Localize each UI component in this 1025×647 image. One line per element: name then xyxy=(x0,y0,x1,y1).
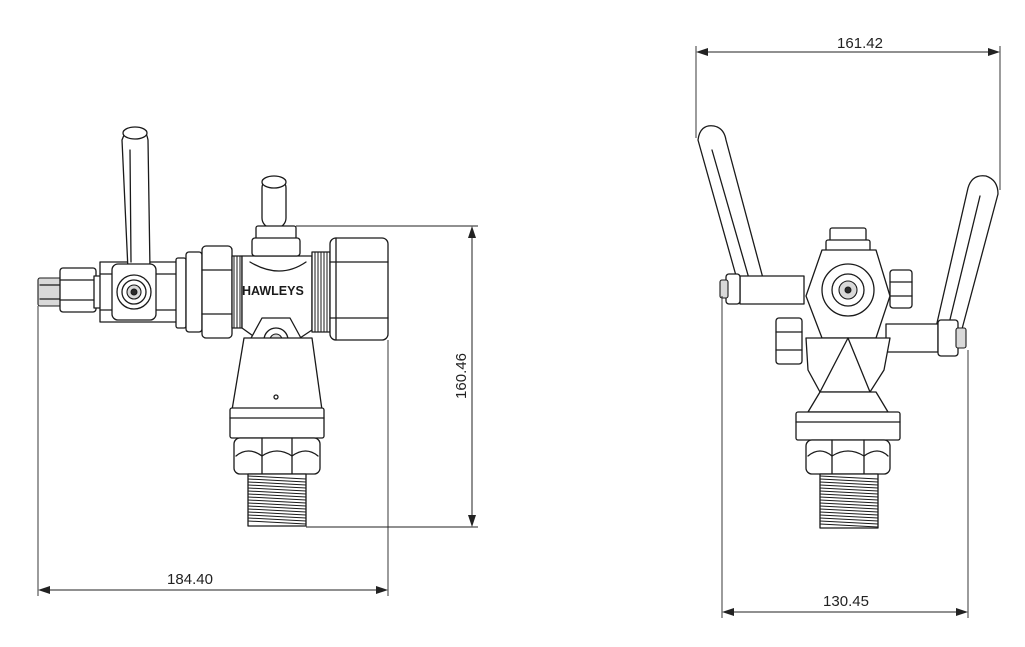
dimension-front-top-width: 161.42 xyxy=(695,35,1001,190)
front-view-valve xyxy=(697,125,999,529)
dim-label-front-top-width: 161.42 xyxy=(837,35,883,52)
brand-label: HAWLEYS xyxy=(242,284,304,298)
dimension-side-width: 184.40 xyxy=(37,306,389,596)
dimension-front-bottom-width: 130.45 xyxy=(721,296,969,618)
side-view-valve xyxy=(37,126,389,527)
dim-label-side-width: 184.40 xyxy=(167,571,213,588)
dim-label-side-height: 160.46 xyxy=(453,353,470,399)
dim-label-front-bottom-width: 130.45 xyxy=(823,593,869,610)
dimension-side-height: 160.46 xyxy=(296,225,478,528)
